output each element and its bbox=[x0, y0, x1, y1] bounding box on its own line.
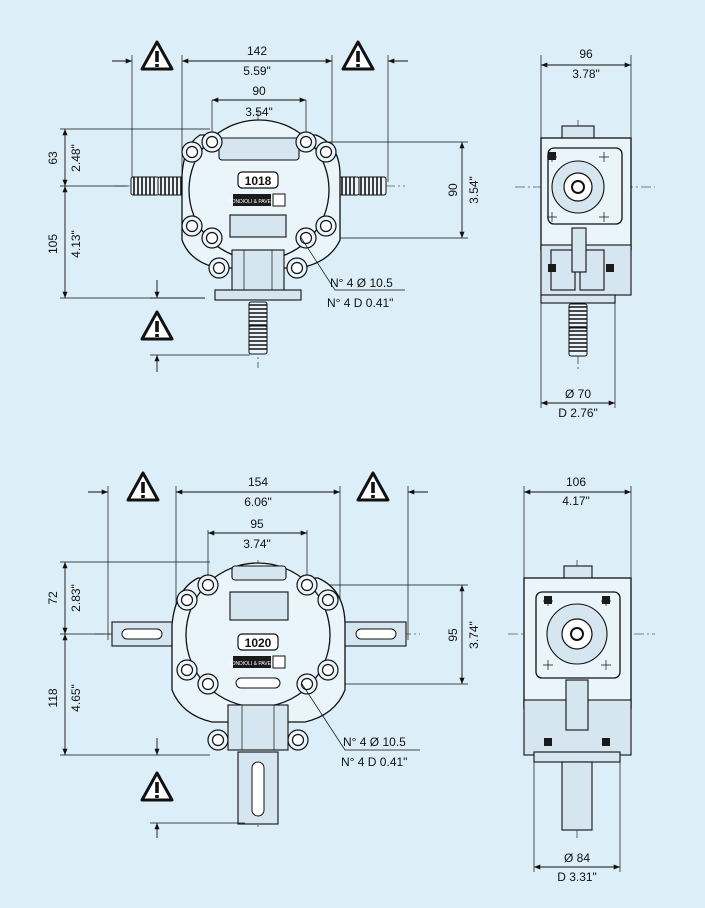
unit-2-flange-dia-in: D 3.31" bbox=[557, 870, 597, 884]
warning-triangle-icon bbox=[126, 471, 160, 502]
unit-2-side-view: 106 4.17" Ø 84 D 3.31" bbox=[508, 475, 655, 884]
unit-2-bolt-span-mm: 95 bbox=[250, 517, 264, 531]
unit-1-vertical-bolt-mm: 90 bbox=[446, 183, 460, 197]
unit-1-vertical-bolt-in: 3.54" bbox=[467, 176, 481, 204]
unit-1-flange-dia-in: D 2.76" bbox=[558, 406, 598, 420]
unit-1-side-view: 96 3.78" Ø 70 D 2.76" bbox=[515, 47, 655, 420]
warning-triangle-icon bbox=[140, 310, 174, 341]
unit-2-side-width-in: 4.17" bbox=[562, 494, 590, 508]
unit-2-flange-dia-mm: Ø 84 bbox=[564, 851, 590, 865]
unit-1-front-view: 142 5.59" 90 3.54" 63 2.48" 105 4.13" 90… bbox=[46, 40, 481, 372]
unit-2-brand-plate: BONDIOLI & PAVESI bbox=[228, 661, 275, 667]
unit-1-brand-plate: BONDIOLI & PAVESI bbox=[228, 199, 275, 205]
unit-2-vertical-bolt-mm: 95 bbox=[446, 628, 460, 642]
warning-triangle-icon bbox=[140, 40, 174, 71]
unit-2-width-in: 6.06" bbox=[244, 495, 272, 509]
warning-triangle-icon bbox=[356, 471, 390, 502]
unit-1-model-label: 1018 bbox=[245, 174, 272, 188]
unit-1-side-width-in: 3.78" bbox=[572, 67, 600, 81]
unit-2-holes-mm: N° 4 Ø 10.5 bbox=[343, 735, 406, 749]
unit-1-width-mm: 142 bbox=[247, 44, 267, 58]
unit-1-holes-mm: N° 4 Ø 10.5 bbox=[330, 276, 393, 290]
unit-1-flange-dia-mm: Ø 70 bbox=[565, 387, 591, 401]
unit-2-model-label: 1020 bbox=[245, 636, 272, 650]
unit-1-lower-height-in: 4.13" bbox=[69, 230, 83, 258]
unit-1-width-in: 5.59" bbox=[243, 64, 271, 78]
unit-2-holes-in: N° 4 D 0.41" bbox=[341, 755, 407, 769]
unit-2-vertical-bolt-in: 3.74" bbox=[467, 621, 481, 649]
unit-2-lower-height-mm: 118 bbox=[46, 688, 60, 707]
unit-1-lower-height-mm: 105 bbox=[46, 234, 60, 254]
unit-1-side-width-mm: 96 bbox=[579, 47, 593, 61]
unit-1-upper-height-in: 2.48" bbox=[69, 144, 83, 172]
unit-2-width-mm: 154 bbox=[248, 475, 268, 489]
unit-2-front-view: 154 6.06" 95 3.74" 72 2.83" 118 4.65" 95… bbox=[46, 471, 481, 838]
unit-2-upper-height-mm: 72 bbox=[46, 591, 60, 605]
warning-triangle-icon bbox=[140, 771, 174, 802]
unit-1-bolt-span-in: 3.54" bbox=[245, 105, 273, 119]
unit-1-holes-in: N° 4 D 0.41" bbox=[327, 296, 393, 310]
unit-1-bolt-span-mm: 90 bbox=[252, 84, 266, 98]
warning-triangle-icon bbox=[341, 40, 375, 71]
unit-2-side-width-mm: 106 bbox=[566, 475, 586, 489]
unit-2-upper-height-in: 2.83" bbox=[69, 584, 83, 612]
unit-2-bolt-span-in: 3.74" bbox=[243, 537, 271, 551]
unit-1-upper-height-mm: 63 bbox=[46, 151, 60, 165]
unit-2-lower-height-in: 4.65" bbox=[69, 684, 83, 712]
